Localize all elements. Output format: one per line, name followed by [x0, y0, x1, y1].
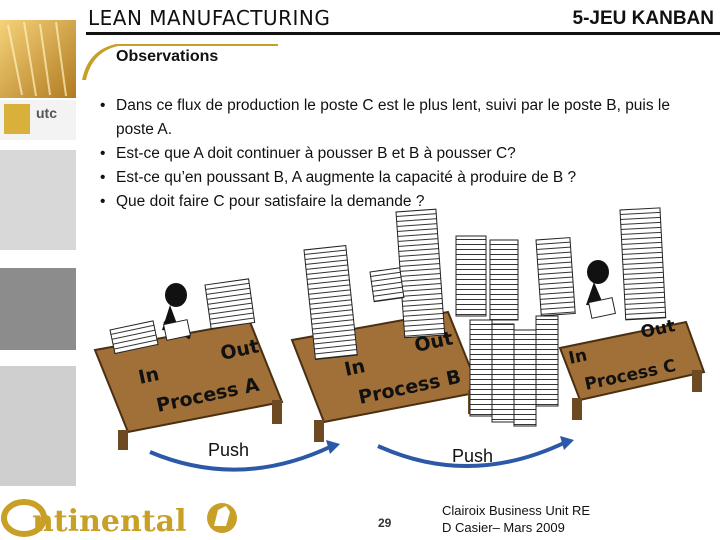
footer-credit-line2: D Casier– Mars 2009 — [442, 520, 565, 535]
paper-stack-mid-b — [369, 267, 405, 303]
sidebar-photo-top — [0, 20, 76, 98]
push-label-1: Push — [208, 440, 250, 460]
utc-logo-mark — [4, 104, 30, 134]
worksheet-c — [588, 297, 616, 319]
push-arrow-1 — [149, 444, 333, 472]
station-a: In Out Process A — [93, 278, 284, 450]
paper-stack-queue — [455, 235, 487, 317]
sidebar-block-1 — [0, 150, 76, 250]
paper-stack-queue — [513, 329, 537, 427]
station-b: In Out Process B — [290, 208, 482, 442]
header-title-left: LEAN MANUFACTURING — [88, 6, 331, 30]
queue-before-c — [455, 235, 559, 427]
paper-stack-out-c — [619, 207, 667, 321]
header-title-right: 5-JEU KANBAN — [572, 8, 714, 29]
desk-a-leg — [118, 430, 128, 450]
desk-c-top — [558, 320, 706, 402]
footer-credit: Clairoix Business Unit RE D Casier– Mars… — [442, 502, 590, 536]
paper-stack-in-b — [303, 245, 358, 360]
sidebar-decoration: utc — [0, 20, 76, 486]
label-in-b: In — [342, 355, 367, 381]
paper-stack-queue — [491, 323, 515, 423]
utc-logo-text: utc — [36, 105, 57, 121]
paper-stack-in-a — [109, 320, 159, 355]
paper-stack-queue — [535, 315, 559, 407]
worker-head-a — [165, 283, 187, 307]
worker-head-c — [587, 260, 609, 284]
footer-credit-line1: Clairoix Business Unit RE — [442, 503, 591, 518]
page-number: 29 — [378, 516, 392, 530]
desk-a-leg — [272, 400, 282, 424]
header-divider — [86, 32, 720, 35]
desk-b-leg — [314, 420, 324, 442]
sidebar-block-3 — [0, 366, 76, 486]
desk-c-leg — [692, 370, 702, 392]
observation-list: Dans ce flux de production le poste C es… — [100, 94, 710, 214]
bullet-1: Dans ce flux de production le poste C es… — [100, 94, 710, 142]
continental-logo: ntinental — [1, 499, 237, 539]
paper-stack-in-c — [535, 237, 576, 317]
station-c: In Out Process C — [535, 207, 706, 420]
paper-stack-out-b — [395, 208, 446, 339]
label-in-a: In — [136, 363, 161, 389]
paper-stack-queue — [469, 319, 493, 417]
bullet-4: Que doit faire C pour satisfaire la dema… — [100, 190, 710, 214]
paper-stack-out-a — [204, 278, 256, 330]
section-subtitle: Observations — [116, 48, 219, 65]
push-label-2: Push — [452, 446, 494, 466]
bullet-2: Est-ce que A doit continuer à pousser B … — [100, 142, 710, 166]
bullet-3: Est-ce qu’en poussant B, A augmente la c… — [100, 166, 710, 190]
label-in-c: In — [567, 345, 589, 368]
desk-c-leg — [572, 398, 582, 420]
push-arrow-2 — [377, 440, 567, 469]
worksheet-a — [163, 319, 191, 341]
paper-stack-queue — [489, 239, 519, 321]
sidebar-block-2 — [0, 268, 76, 350]
continental-logo-text: ntinental — [32, 504, 186, 539]
